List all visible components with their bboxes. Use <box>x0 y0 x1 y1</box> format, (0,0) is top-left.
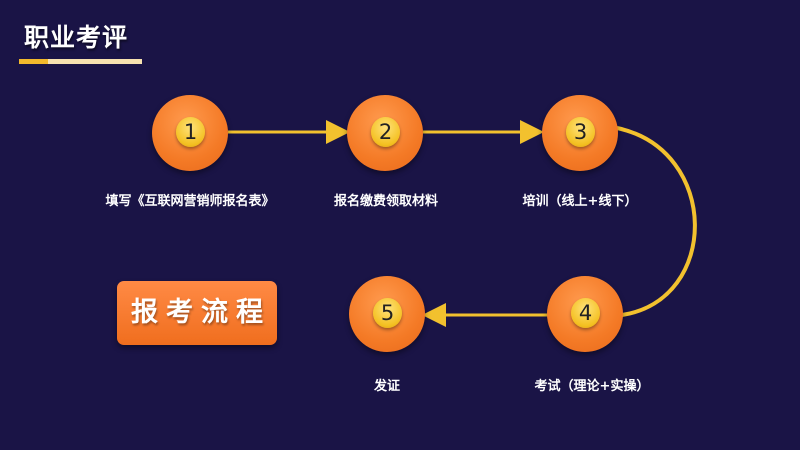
arrow-3-4 <box>616 126 697 317</box>
title-underline <box>19 59 142 64</box>
step-3-node: 3 <box>542 95 618 171</box>
step-4-node: 4 <box>547 276 623 352</box>
step-5-node: 5 <box>349 276 425 352</box>
step-5-label: 发证 <box>373 379 401 394</box>
step-1-node: 1 <box>152 95 228 171</box>
step-number: 2 <box>371 117 400 147</box>
step-number: 1 <box>176 117 205 147</box>
step-number: 4 <box>571 298 600 328</box>
step-number: 5 <box>373 298 402 328</box>
step-number: 3 <box>566 117 595 147</box>
page-title: 职业考评 <box>24 23 129 52</box>
step-3-label: 培训（线上+线下） <box>522 194 638 209</box>
step-2-label: 报名缴费领取材料 <box>333 194 439 209</box>
process-badge: 报考流程 <box>117 281 277 345</box>
step-4-label: 考试（理论+实操） <box>534 379 650 394</box>
step-1-label: 填写《互联网营销师报名表》 <box>105 194 275 209</box>
step-2-node: 2 <box>347 95 423 171</box>
